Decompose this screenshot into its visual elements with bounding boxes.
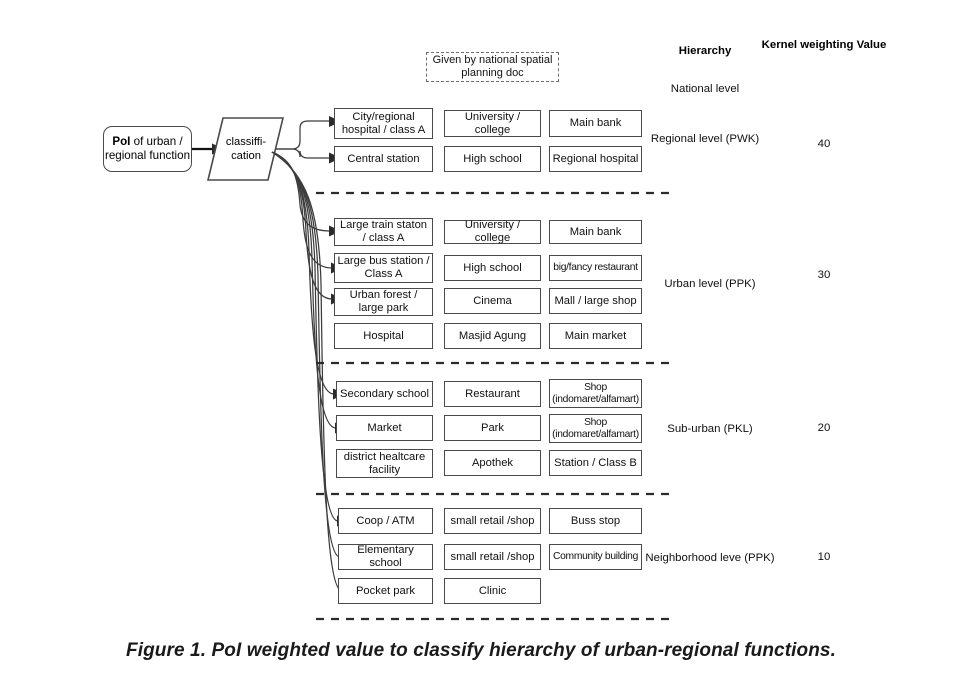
- node-urban-r2c3[interactable]: big/fancy restaurant: [549, 255, 642, 281]
- node-urban-r4c1[interactable]: Hospital: [334, 323, 433, 349]
- connector-urban-row-1: [271, 151, 331, 232]
- node-suburban-r3c1[interactable]: district healtcare facility: [336, 449, 433, 478]
- node-suburban-r3c2[interactable]: Apothek: [444, 450, 541, 476]
- classification-label-line2: cation: [231, 150, 261, 162]
- node-urban-r1c2[interactable]: University / college: [444, 219, 541, 244]
- connector-neighborhood-row-2: [271, 151, 341, 558]
- node-neighborhood-r3c1[interactable]: Pocket park: [338, 578, 433, 604]
- classification-label-line1: classiffi-: [225, 136, 267, 148]
- kernel-value-regional: 40: [817, 138, 831, 150]
- node-neighborhood-r2c1[interactable]: Elementary school: [338, 544, 433, 570]
- connector-neighborhood-row-1: [271, 151, 339, 522]
- node-urban-r3c2[interactable]: Cinema: [444, 288, 541, 314]
- node-suburban-r2c1[interactable]: Market: [336, 415, 433, 441]
- node-urban-r2c1[interactable]: Large bus station / Class A: [334, 253, 433, 283]
- node-neighborhood-r1c1[interactable]: Coop / ATM: [338, 508, 433, 534]
- node-urban-r1c1[interactable]: Large train staton / class A: [334, 218, 433, 246]
- header-kernel-weighting: Kernel weighting Value: [761, 39, 887, 51]
- classification-node[interactable]: classiffi- cation: [213, 130, 279, 168]
- node-suburban-r1c3[interactable]: Shop (indomaret/alfamart): [549, 379, 642, 408]
- node-regional-r1c3[interactable]: Main bank: [549, 110, 642, 137]
- node-regional-r2c3[interactable]: Regional hospital: [549, 146, 642, 172]
- node-suburban-r1c1[interactable]: Secondary school: [336, 381, 433, 407]
- level-label-urban: Urban level (PPK): [664, 278, 756, 290]
- node-neighborhood-r1c3[interactable]: Buss stop: [549, 508, 642, 534]
- level-label-national: National level: [670, 83, 740, 95]
- node-suburban-r3c3[interactable]: Station / Class B: [549, 450, 642, 476]
- node-neighborhood-r2c3[interactable]: Community building: [549, 544, 642, 570]
- kernel-value-urban: 30: [817, 269, 831, 281]
- connector-regional-row-1: [276, 120, 330, 150]
- level-label-regional: Regional level (PWK): [650, 133, 760, 145]
- node-urban-r2c2[interactable]: High school: [444, 255, 541, 281]
- node-neighborhood-r2c2[interactable]: small retail /shop: [444, 544, 541, 570]
- connector-suburban-row-2: [271, 151, 337, 429]
- node-suburban-r1c2[interactable]: Restaurant: [444, 381, 541, 407]
- node-regional-r1c1[interactable]: City/regional hospital / class A: [334, 108, 433, 139]
- connector-regional-row-2: [276, 148, 330, 159]
- annotation-national-spatial-planning-doc: Given by national spatial planning doc: [426, 52, 559, 82]
- node-suburban-r2c3[interactable]: Shop (indomaret/alfamart): [549, 414, 642, 443]
- node-urban-r4c3[interactable]: Main market: [549, 323, 642, 349]
- node-regional-r2c2[interactable]: High school: [444, 146, 541, 172]
- node-neighborhood-r1c2[interactable]: small retail /shop: [444, 508, 541, 534]
- kernel-value-suburban: 20: [817, 422, 831, 434]
- node-neighborhood-r3c2[interactable]: Clinic: [444, 578, 541, 604]
- source-node-poi[interactable]: PoI of urban / regional function: [103, 126, 192, 172]
- node-urban-r4c2[interactable]: Masjid Agung: [444, 323, 541, 349]
- kernel-value-neighborhood: 10: [817, 551, 831, 563]
- annotation-note-text: Given by national spatial planning doc: [432, 53, 553, 79]
- source-node-label: PoI of urban / regional function: [104, 135, 191, 164]
- connector-neighborhood-row-3: [271, 151, 343, 592]
- header-hierarchy: Hierarchy: [678, 45, 732, 57]
- node-urban-r3c3[interactable]: Mall / large shop: [549, 288, 642, 314]
- node-urban-r1c3[interactable]: Main bank: [549, 220, 642, 244]
- source-node-label-rest: of urban / regional function: [104, 134, 191, 162]
- node-urban-r3c1[interactable]: Urban forest / large park: [334, 288, 433, 316]
- connector-suburban-row-1: [271, 151, 335, 395]
- level-label-suburban: Sub-urban (PKL): [667, 423, 753, 435]
- node-regional-r2c1[interactable]: Central station: [334, 146, 433, 172]
- node-suburban-r2c2[interactable]: Park: [444, 415, 541, 441]
- connector-urban-row-2: [271, 151, 333, 269]
- source-node-label-bold: PoI: [112, 134, 131, 148]
- figure-caption: Figure 1. PoI weighted value to classify…: [126, 640, 836, 661]
- node-regional-r1c2[interactable]: University / college: [444, 110, 541, 137]
- connector-urban-row-3: [271, 151, 333, 300]
- level-label-neighborhood: Neighborhood leve (PPK): [645, 552, 775, 564]
